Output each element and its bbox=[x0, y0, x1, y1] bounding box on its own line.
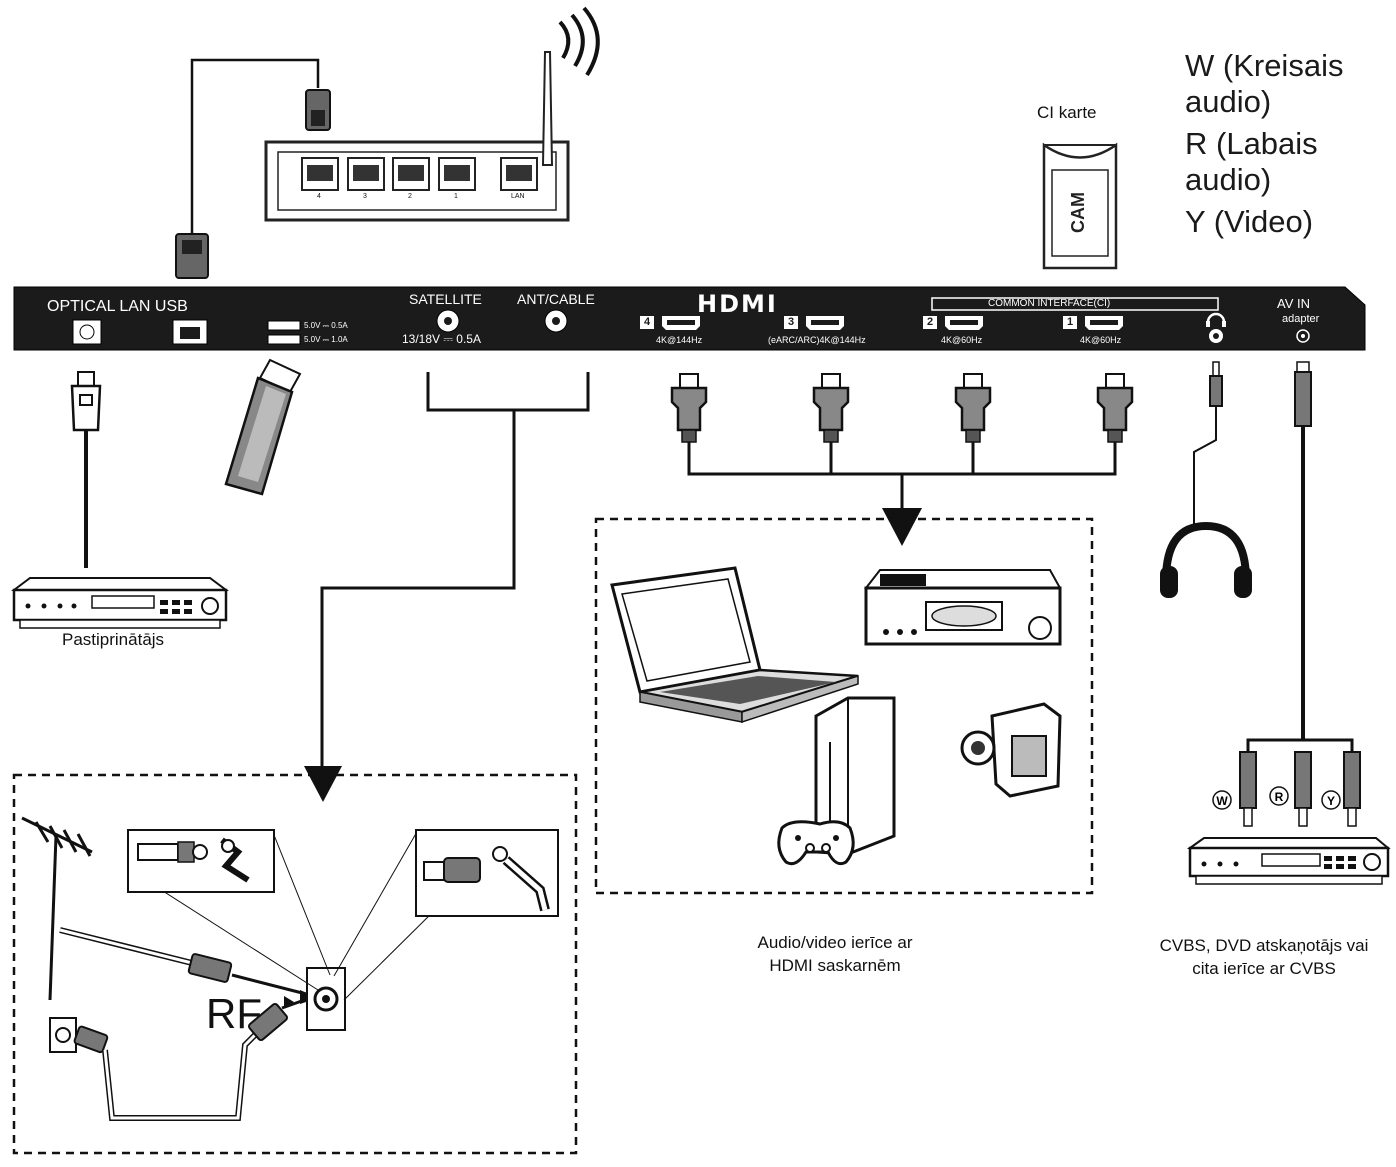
lan-cable bbox=[175, 58, 331, 279]
router-port-3: 3 bbox=[363, 193, 367, 200]
rca-r-label: R bbox=[1275, 790, 1284, 804]
tv-back-panel bbox=[13, 286, 1366, 351]
av-cable bbox=[1239, 361, 1361, 827]
ci-card-label: CI karte bbox=[1037, 103, 1097, 122]
usb-port-1 bbox=[267, 320, 301, 331]
outdoor-antenna-icon bbox=[21, 816, 93, 1001]
hdmi-port-1 bbox=[1063, 316, 1123, 330]
rca-w-label: W bbox=[1216, 794, 1228, 808]
headphones-icon bbox=[1160, 521, 1252, 598]
gamepad-icon bbox=[777, 820, 855, 866]
ci-card bbox=[1042, 142, 1118, 270]
amplifier-device bbox=[11, 577, 229, 629]
usb-spec-2: 5.0V ⎓ 1.0A bbox=[304, 335, 348, 344]
legend-y-line: Y (Video) bbox=[1185, 204, 1314, 239]
optical-lan-usb-label: OPTICAL LAN USB bbox=[47, 298, 188, 315]
dvd-player-icon bbox=[863, 569, 1062, 646]
cvbs-caption-line1: CVBS, DVD atskaņotājs vai bbox=[1159, 936, 1369, 955]
hdmi-port-4 bbox=[640, 316, 700, 330]
ant-cable-label: ANT/CABLE bbox=[517, 291, 595, 307]
legend-w-line2: audio) bbox=[1185, 84, 1272, 119]
wall-socket bbox=[49, 996, 311, 1121]
rf-label: RF bbox=[206, 990, 262, 1037]
hdmi-devices-caption: Audio/video ierīce ar HDMI saskarnēm bbox=[700, 931, 970, 977]
rf-connection-lines bbox=[320, 372, 590, 770]
rca-legend: W (Kreisais audio) R (Labais audio) Y (V… bbox=[1185, 48, 1343, 240]
legend-r-line1: R (Labais bbox=[1185, 126, 1318, 161]
av-adapter-label: adapter bbox=[1282, 313, 1320, 325]
ci-label: COMMON INTERFACE(CI) bbox=[988, 298, 1111, 309]
usb-spec-1: 5.0V ⎓ 0.5A bbox=[304, 321, 348, 330]
inset-connector-detail-2 bbox=[333, 829, 559, 1001]
av-in-port bbox=[1296, 329, 1310, 343]
legend-w-line1: W (Kreisais bbox=[1185, 48, 1344, 83]
inset-connector-detail-1 bbox=[127, 829, 331, 991]
hdmi2-spec: 4K@60Hz bbox=[941, 335, 983, 345]
hdmi-caption-line1: Audio/video ierīce ar bbox=[757, 933, 913, 952]
antenna-cable bbox=[59, 927, 318, 1004]
hdmi-num-1: 1 bbox=[1067, 316, 1074, 328]
hdmi-port-2 bbox=[923, 316, 983, 330]
hdmi-num-4: 4 bbox=[644, 316, 651, 328]
hdmi-port-3 bbox=[784, 316, 844, 330]
arrow-down-rf bbox=[304, 766, 342, 802]
router bbox=[264, 6, 600, 222]
satellite-spec: 13/18V ⎓ 0.5A bbox=[402, 332, 481, 346]
headphone-jack bbox=[1206, 312, 1226, 343]
optical-cable bbox=[70, 371, 102, 568]
usb-flash-drive bbox=[224, 358, 302, 496]
ci-slot-bracket bbox=[931, 297, 1219, 311]
cvbs-caption-line2: cita ierīce ar CVBS bbox=[1192, 959, 1336, 978]
av-in-label: AV IN bbox=[1277, 296, 1310, 311]
hdmi-num-3: 3 bbox=[788, 316, 795, 328]
wifi-waves-icon bbox=[558, 6, 600, 77]
arrow-down-hdmi bbox=[882, 508, 922, 546]
headphone-cable bbox=[1193, 361, 1223, 530]
rf-input-socket bbox=[284, 967, 346, 1031]
satellite-label: SATELLITE bbox=[409, 291, 482, 307]
hdmi-logo: HDMI bbox=[697, 290, 778, 318]
antenna-setup-box bbox=[12, 773, 578, 1155]
cvbs-devices-caption: CVBS, DVD atskaņotājs vai cita ierīce ar… bbox=[1136, 934, 1392, 980]
legend-r-line2: audio) bbox=[1185, 162, 1272, 197]
hdmi-caption-line2: HDMI saskarnēm bbox=[769, 956, 901, 975]
hdmi-num-2: 2 bbox=[927, 316, 934, 328]
laptop-icon bbox=[610, 566, 859, 724]
cvbs-device bbox=[1186, 837, 1391, 885]
router-port-lan: LAN bbox=[511, 193, 525, 200]
rca-y-label: Y bbox=[1327, 794, 1335, 808]
camcorder-icon bbox=[960, 702, 1062, 798]
router-port-4: 4 bbox=[317, 193, 321, 200]
rca-labels: W R Y bbox=[1212, 786, 1341, 810]
router-port-2: 2 bbox=[408, 193, 412, 200]
hdmi1-spec: 4K@60Hz bbox=[1080, 335, 1122, 345]
usb-port-2 bbox=[267, 334, 301, 345]
amplifier-label: Pastiprinātājs bbox=[62, 630, 165, 649]
router-port-1: 1 bbox=[454, 193, 458, 200]
cam-text: CAM bbox=[1068, 192, 1088, 233]
router-antenna bbox=[541, 51, 554, 166]
hdmi3-spec: (eARC/ARC)4K@144Hz bbox=[768, 335, 866, 345]
hdmi4-spec: 4K@144Hz bbox=[656, 335, 703, 345]
hdmi-cables bbox=[670, 373, 1134, 510]
